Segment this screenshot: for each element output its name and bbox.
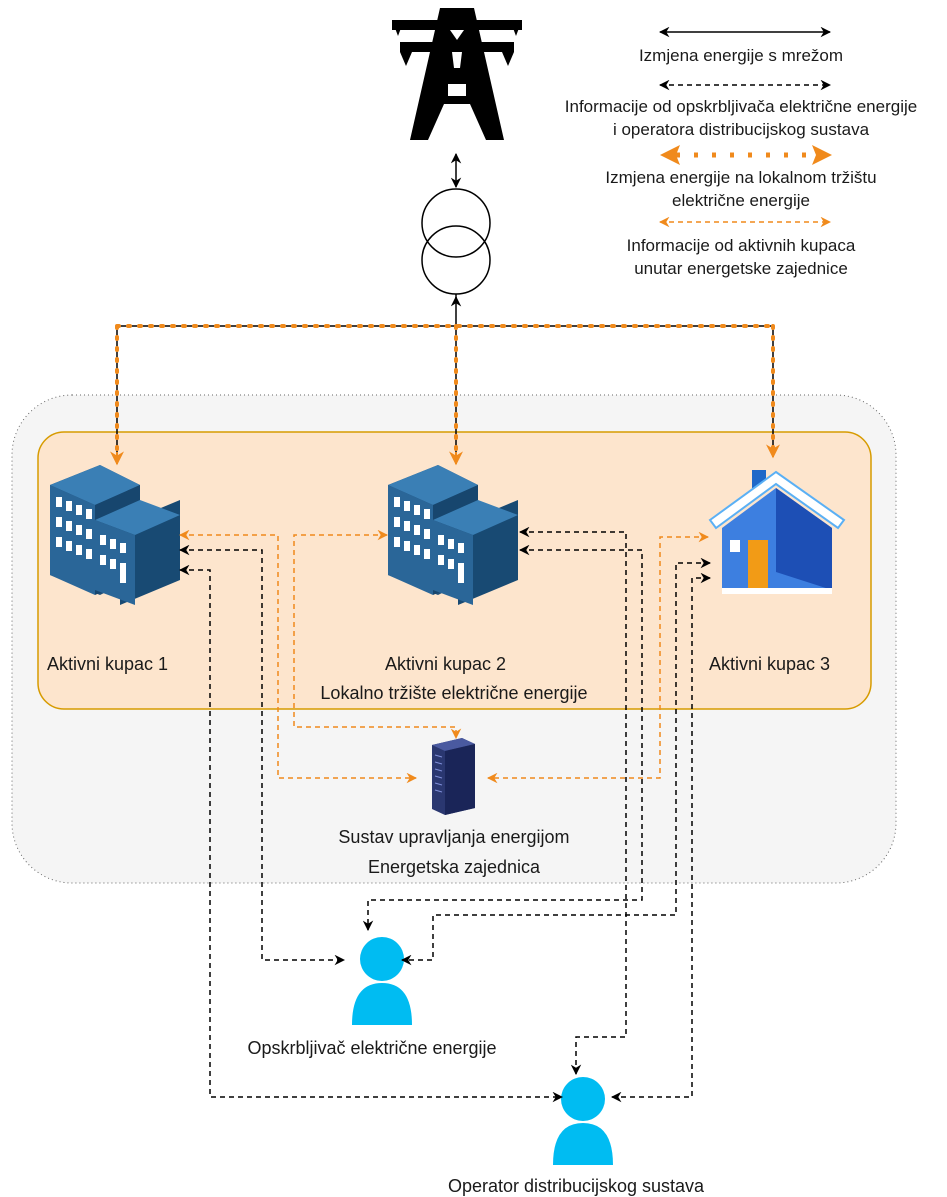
energy-community-label: Energetska zajednica <box>367 857 541 877</box>
grid-bus-lines <box>110 294 780 466</box>
energy-management-system-label: Sustav upravljanja energijom <box>338 827 570 847</box>
active-customer-3-house-icon <box>708 470 846 594</box>
transmission-pylon-icon <box>392 8 522 140</box>
legend-active-customer-info-label-1: Informacije od aktivnih kupaca <box>626 236 856 255</box>
legend-local-exchange-label-1: Izmjena energije na lokalnom tržištu <box>605 168 877 187</box>
transformer-icon <box>421 188 491 295</box>
energy-management-server-icon <box>432 738 475 815</box>
supplier-dso-info-lines <box>178 526 712 1103</box>
legend-supplier-info-label-2: i operatora distribucijskog sustava <box>612 120 870 139</box>
dso-label: Operator distribucijskog sustava <box>447 1176 705 1196</box>
supplier-person-icon <box>352 937 412 1025</box>
legend-active-customer-info-label-2: unutar energetske zajednice <box>634 259 848 278</box>
legend-grid-exchange-label: Izmjena energije s mrežom <box>638 46 844 65</box>
active-customer-1-label: Aktivni kupac 1 <box>47 654 169 674</box>
local-market-label: Lokalno tržište električne energije <box>320 683 588 703</box>
active-customer-3-label: Aktivni kupac 3 <box>709 654 831 674</box>
legend-supplier-info-label-1: Informacije od opskrbljivača električne … <box>564 97 918 116</box>
legend-local-exchange-label-2: električne energije <box>672 191 810 210</box>
active-customer-2-label: Aktivni kupac 2 <box>385 654 507 674</box>
legend-symbols <box>658 26 832 228</box>
supplier-label: Opskrbljivač električne energije <box>247 1038 497 1058</box>
dso-person-icon <box>553 1077 613 1165</box>
